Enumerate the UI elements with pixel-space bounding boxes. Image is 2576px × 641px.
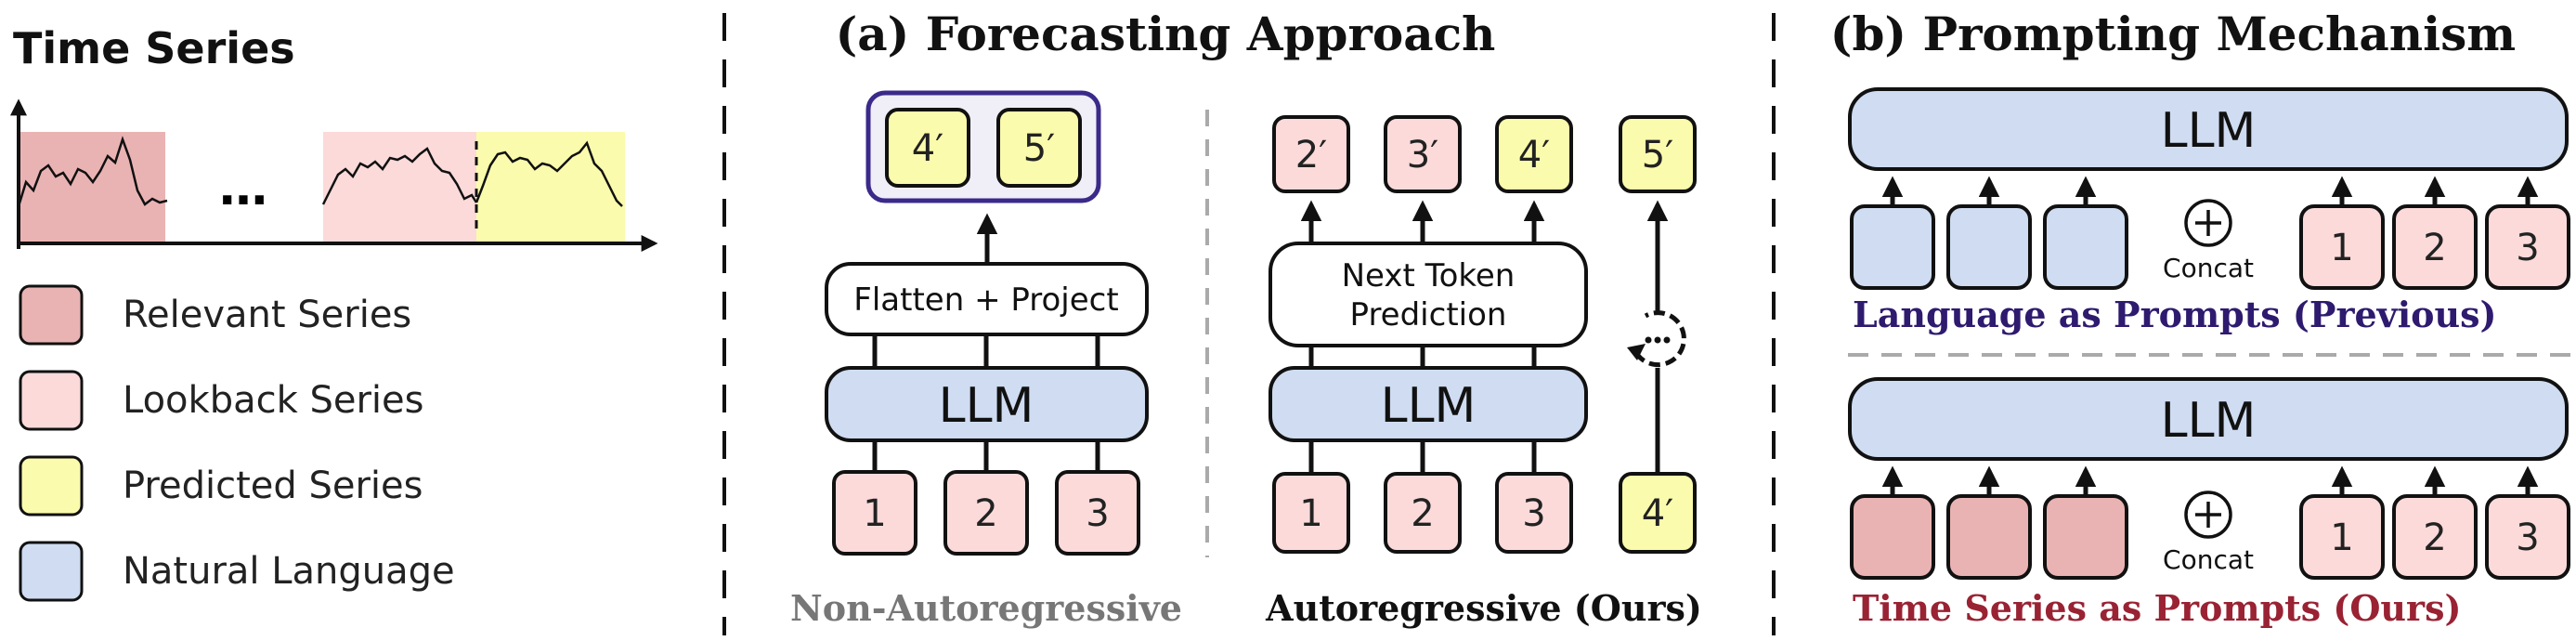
legend-swatch-language xyxy=(19,541,84,602)
next-token-label-line2: Prediction xyxy=(1350,296,1507,334)
top-llm-label: LLM xyxy=(2161,103,2257,159)
ts-token-2 xyxy=(2392,494,2478,580)
ar-output-token-4p xyxy=(1495,115,1573,193)
ts-token-3-label: 3 xyxy=(2516,227,2539,269)
lookback-region xyxy=(323,132,476,242)
legend-swatch-relevant xyxy=(19,284,84,346)
input-token-3 xyxy=(1055,470,1140,556)
predicted-region xyxy=(476,132,625,242)
llm-label: LLM xyxy=(939,378,1034,434)
relevant-region xyxy=(19,132,165,242)
panel-a-title: (a) Forecasting Approach xyxy=(836,7,1496,61)
relevant-series-line xyxy=(17,136,168,207)
concat-label: Concat xyxy=(2163,253,2254,283)
non-autoregressive-diagram: 4′ 5′ Flatten + Project LLM 1 2 3 Non-Au… xyxy=(790,90,1182,629)
ar-output-token-3p xyxy=(1384,115,1462,193)
input-token-2 xyxy=(943,470,1029,556)
ts-token-3-label: 3 xyxy=(2516,517,2539,559)
ar-output-token-3p-label: 3′ xyxy=(1407,134,1439,177)
language-prompts-caption: Language as Prompts (Previous) xyxy=(1853,294,2497,335)
ar-output-token-4p-label: 4′ xyxy=(1518,134,1551,177)
concat-label: Concat xyxy=(2163,544,2254,575)
output-token-4p-label: 4′ xyxy=(912,127,944,170)
ts-token-3 xyxy=(2485,494,2570,580)
forecasting-approach-panel: (a) Forecasting Approach 4′ 5′ Flatten +… xyxy=(790,7,1702,629)
predicted-series-line xyxy=(475,140,623,207)
output-token-5p-label: 5′ xyxy=(1023,127,1056,170)
ar-input-token-1 xyxy=(1272,472,1350,554)
ar-input-token-2 xyxy=(1384,472,1462,554)
ts-token-1-label: 1 xyxy=(2330,517,2353,559)
relevant-series-token xyxy=(1946,494,2032,580)
input-token-2-label: 2 xyxy=(974,492,997,535)
time-series-title: Time Series xyxy=(13,23,295,73)
legend-label-relevant: Relevant Series xyxy=(123,294,411,336)
flatten-project-label: Flatten + Project xyxy=(853,281,1118,319)
prompting-mechanism-panel: (b) Prompting Mechanism LLM Concat 1 xyxy=(1830,7,2576,629)
next-token-label-line1: Next Token xyxy=(1342,257,1516,294)
next-token-prediction-box xyxy=(1268,242,1588,347)
ts-token-1-label: 1 xyxy=(2330,227,2353,269)
language-token xyxy=(1850,204,1935,290)
output-token-4p xyxy=(885,108,970,188)
autoregressive-diagram: 2′ 3′ 4′ 5′ Next Token Prediction LLM 1 xyxy=(1265,115,1702,629)
ar-input-token-1-label: 1 xyxy=(1299,492,1322,535)
ts-token-2-label: 2 xyxy=(2423,517,2446,559)
panel-b-title: (b) Prompting Mechanism xyxy=(1830,7,2516,61)
ar-output-token-2p xyxy=(1272,115,1350,193)
loop-arrow-icon xyxy=(1627,310,1686,368)
legend-label-predicted: Predicted Series xyxy=(123,464,423,507)
bottom-llm-label: LLM xyxy=(2161,393,2257,449)
ts-token-3 xyxy=(2485,204,2570,290)
ellipsis-icon: … xyxy=(219,161,267,216)
bottom-llm-box xyxy=(1848,377,2569,461)
time-series-prompts-caption: Time Series as Prompts (Ours) xyxy=(1853,587,2461,629)
ar-llm-box xyxy=(1268,366,1588,442)
concat-plus-icon xyxy=(2184,199,2232,247)
relevant-series-token xyxy=(1850,494,1935,580)
ar-llm-label: LLM xyxy=(1381,378,1477,434)
time-series-panel: Time Series … Relevant Series Lookback S… xyxy=(10,23,658,602)
ar-input-token-3-label: 3 xyxy=(1522,492,1545,535)
input-token-1 xyxy=(832,470,917,556)
language-token xyxy=(2043,204,2128,290)
input-token-1-label: 1 xyxy=(863,492,886,535)
ar-extra-input-token-4p-label: 4′ xyxy=(1642,492,1674,535)
ts-token-1 xyxy=(2299,494,2385,580)
concat-plus-icon xyxy=(2184,491,2232,539)
ts-token-2 xyxy=(2392,204,2478,290)
ar-extra-input-token-4p xyxy=(1619,472,1697,554)
non-autoregressive-caption: Non-Autoregressive xyxy=(790,587,1182,629)
ts-token-2-label: 2 xyxy=(2423,227,2446,269)
legend-label-language: Natural Language xyxy=(123,550,455,593)
input-token-3-label: 3 xyxy=(1086,492,1109,535)
autoregressive-caption: Autoregressive (Ours) xyxy=(1265,587,1702,629)
top-llm-box xyxy=(1848,87,2569,171)
time-series-prompts-diagram: LLM Concat 1 2 3 Time Series as Prompts xyxy=(1848,377,2570,629)
legend-swatch-lookback xyxy=(19,370,84,431)
legend-label-lookback: Lookback Series xyxy=(123,379,423,422)
ar-output-token-5p xyxy=(1619,115,1697,193)
output-token-5p xyxy=(996,108,1082,188)
lookback-series-line xyxy=(321,147,478,205)
ar-output-token-5p-label: 5′ xyxy=(1642,134,1674,177)
legend-swatch-predicted xyxy=(19,455,84,517)
ar-output-token-2p-label: 2′ xyxy=(1295,134,1328,177)
legend: Relevant Series Lookback Series Predicte… xyxy=(19,284,455,602)
ts-token-1 xyxy=(2299,204,2385,290)
language-prompts-diagram: LLM Concat 1 2 3 Language as Prompts (Pr xyxy=(1848,87,2570,335)
ar-input-token-2-label: 2 xyxy=(1411,492,1434,535)
language-token xyxy=(1946,204,2032,290)
relevant-series-token xyxy=(2043,494,2128,580)
ar-input-token-3 xyxy=(1495,472,1573,554)
